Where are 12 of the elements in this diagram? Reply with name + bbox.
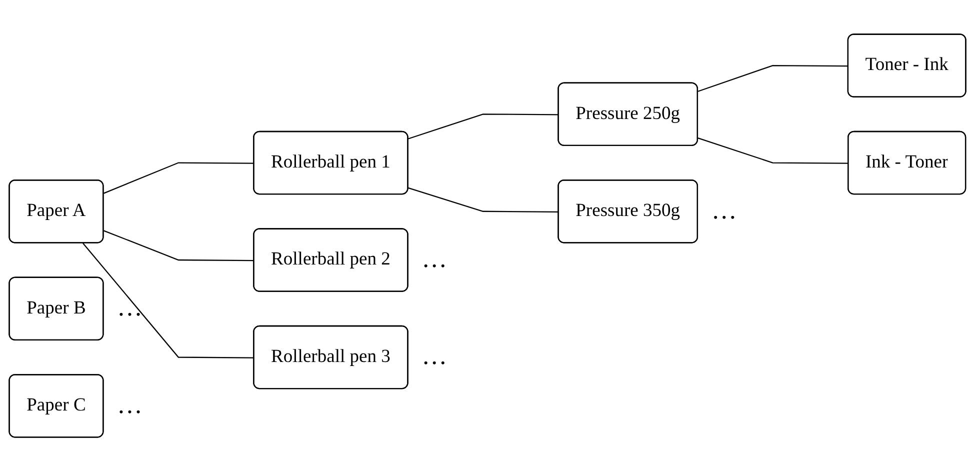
connector <box>104 162 254 194</box>
continuation-mark: … <box>117 292 143 322</box>
connector <box>698 137 849 164</box>
continuation-mark: … <box>422 244 448 273</box>
connector <box>104 230 254 261</box>
continuation-mark: … <box>422 341 448 370</box>
connector <box>698 64 849 92</box>
continuation-mark: … <box>117 390 143 419</box>
connector <box>82 242 254 358</box>
connector <box>408 113 559 140</box>
connector <box>408 187 559 212</box>
continuation-mark: … <box>711 195 737 224</box>
